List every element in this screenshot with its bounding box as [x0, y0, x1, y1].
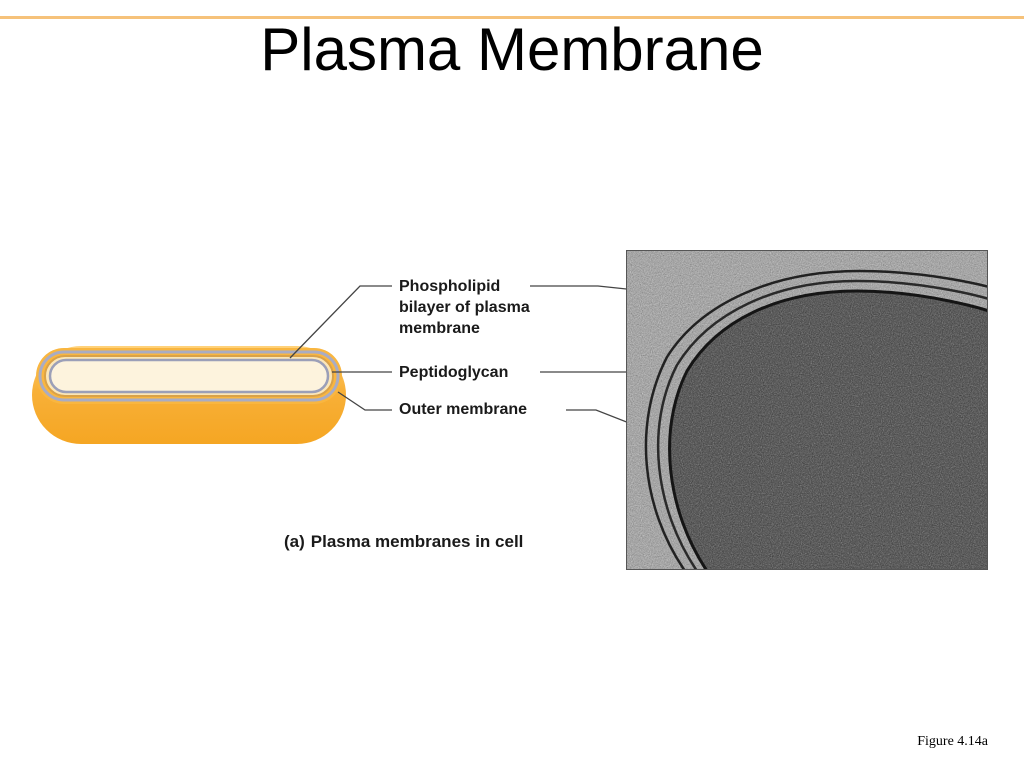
caption-letter: (a)	[284, 532, 305, 551]
label-phospholipid-line-2: bilayer of plasma	[399, 299, 530, 316]
figure-caption: (a) Plasma membranes in cell	[284, 532, 523, 552]
plasma-membrane-ring	[48, 358, 330, 394]
page-title: Plasma Membrane	[260, 16, 764, 83]
label-phospholipid-line-3: membrane	[399, 320, 480, 337]
label-phospholipid-line-1: Phospholipid	[399, 278, 501, 295]
caption-text: Plasma membranes in cell	[310, 532, 524, 551]
micrograph-image	[627, 251, 987, 569]
title-accent-rule	[0, 16, 1024, 19]
leader-line-phospholipid	[289, 285, 392, 359]
electron-micrograph	[626, 250, 988, 570]
label-phospholipid-bilayer: Phospholipid bilayer of plasma membrane	[399, 276, 530, 339]
leader-line-outer-membrane	[337, 391, 392, 411]
label-peptidoglycan: Peptidoglycan	[399, 364, 509, 381]
label-outer-membrane: Outer membrane	[399, 401, 528, 418]
figure-reference: Figure 4.14a	[917, 734, 988, 749]
outer-membrane-ring	[38, 350, 340, 402]
